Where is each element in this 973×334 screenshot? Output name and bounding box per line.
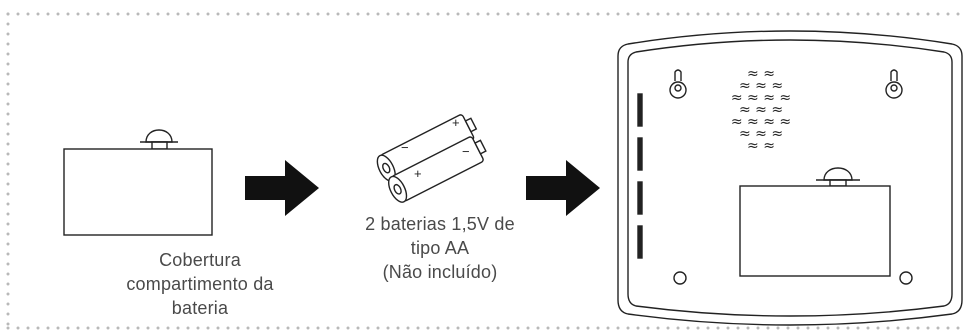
battery-cover-caption: Cobertura compartimento da bateria [95, 248, 305, 320]
cover-caption-line3: bateria [171, 298, 229, 318]
battery-minus-sign-2: − [462, 144, 470, 159]
arrow-right-icon [245, 160, 319, 216]
svg-text:≈ ≈ ≈ ≈: ≈ ≈ ≈ ≈ [731, 90, 791, 106]
dotted-border [6, 12, 967, 330]
battery-cover-icon [63, 129, 213, 236]
svg-text:≈ ≈ ≈: ≈ ≈ ≈ [739, 102, 783, 118]
arrow-right-icon [526, 160, 600, 216]
cover-caption-line1: Cobertura [159, 250, 241, 270]
speaker-grille-icon: ≈ ≈ ≈ ≈ ≈ ≈ ≈ ≈ ≈ ≈ ≈ ≈ ≈ ≈ ≈ ≈ ≈ ≈ ≈ ≈ … [731, 66, 791, 154]
battery-caption-line3: (Não incluído) [382, 262, 498, 282]
aa-batteries-icon [376, 114, 487, 203]
device-back-icon [617, 30, 963, 326]
battery-plus-sign: + [452, 115, 460, 130]
svg-text:≈ ≈ ≈ ≈: ≈ ≈ ≈ ≈ [731, 114, 791, 130]
battery-minus-sign: − [401, 140, 409, 155]
svg-text:≈ ≈: ≈ ≈ [747, 138, 775, 154]
svg-text:≈ ≈ ≈: ≈ ≈ ≈ [739, 126, 783, 142]
battery-caption-line1: 2 baterias 1,5V de [365, 214, 515, 234]
svg-text:≈ ≈ ≈: ≈ ≈ ≈ [739, 78, 783, 94]
battery-plus-sign-2: + [414, 166, 422, 181]
svg-text:≈ ≈: ≈ ≈ [747, 66, 775, 82]
cover-caption-line2: compartimento da [126, 274, 274, 294]
battery-caption: 2 baterias 1,5V de tipo AA (Não incluído… [340, 212, 540, 284]
battery-caption-line2: tipo AA [410, 238, 470, 258]
